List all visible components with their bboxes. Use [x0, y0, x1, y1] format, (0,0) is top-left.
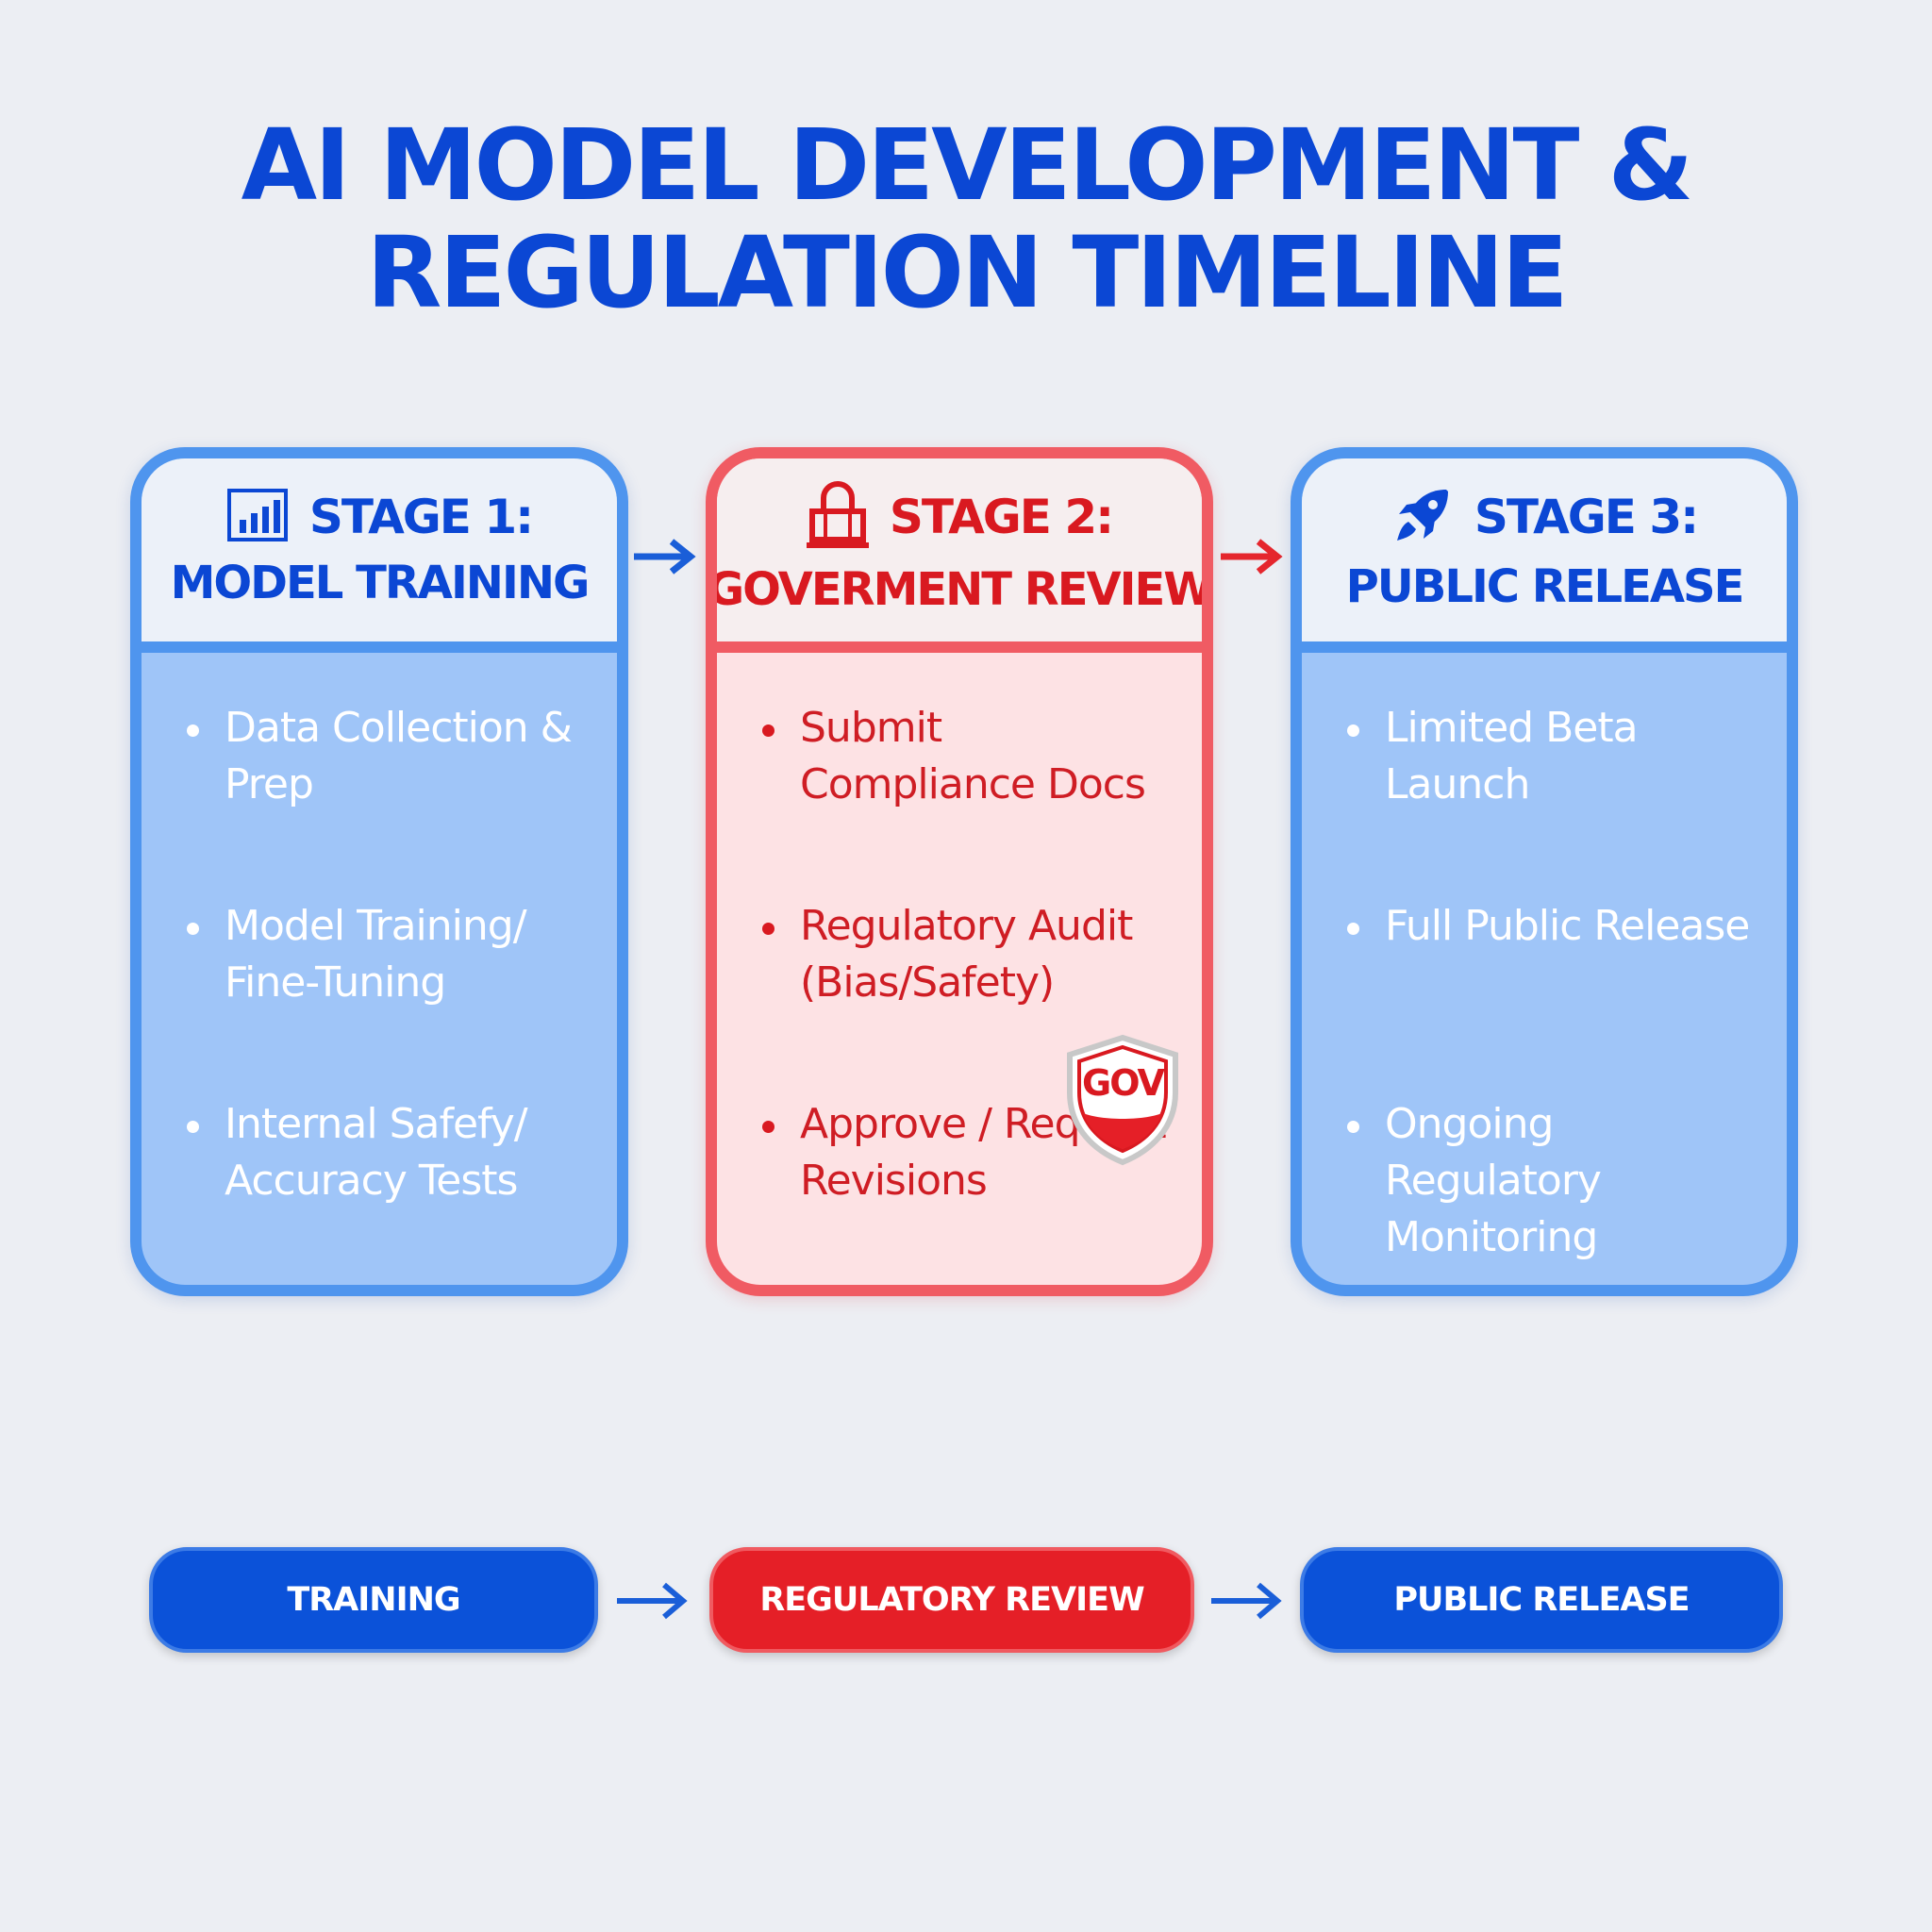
stage-2-header: STAGE 2: GOVERMENT REVIEW: [717, 458, 1202, 653]
stage-3-name: PUBLIC RELEASE: [1345, 560, 1745, 613]
title-line-2: REGULATION TIMELINE: [366, 215, 1568, 330]
gov-badge-label: GOV: [1082, 1062, 1165, 1104]
gov-shield-icon: GOV: [1064, 1034, 1181, 1166]
page-title: AI MODEL DEVELOPMENT & REGULATION TIMELI…: [0, 111, 1932, 326]
stage-1-header: STAGE 1: MODEL TRAINING: [142, 458, 617, 653]
stage-2-items: Submit Compliance Docs Regulatory Audit …: [717, 700, 1202, 1285]
stage-1-number: STAGE 1:: [308, 490, 534, 544]
stage-1-items: Data Collection & Prep Model Training/ F…: [142, 700, 617, 1285]
list-item: Model Training/ Fine-Tuning: [181, 898, 589, 1096]
rocket-icon: [1391, 484, 1454, 550]
list-item: Submit Compliance Docs: [757, 700, 1174, 898]
list-item: Internal Safefy/ Accuracy Tests: [181, 1096, 589, 1285]
list-item: Ongoing Regulatory Monitoring: [1341, 1096, 1758, 1285]
stage-3-items: Limited Beta Launch Full Public Release …: [1302, 700, 1787, 1285]
stage-3-card: STAGE 3: PUBLIC RELEASE Limited Beta Lau…: [1291, 447, 1798, 1296]
stage-2-card: STAGE 2: GOVERMENT REVIEW Submit Complia…: [706, 447, 1213, 1296]
flow-step-regulatory-review: REGULATORY REVIEW: [709, 1547, 1194, 1653]
list-item: Full Public Release: [1341, 898, 1758, 1096]
bar-chart-icon: [226, 488, 289, 546]
list-item: Limited Beta Launch: [1341, 700, 1758, 898]
list-item: Regulatory Audit (Bias/Safety): [757, 898, 1174, 1096]
arrow-right-icon: [634, 539, 696, 575]
stage-2-number: STAGE 2:: [889, 490, 1114, 544]
stage-1-name: MODEL TRAINING: [170, 557, 591, 609]
stage-3-number: STAGE 3:: [1474, 490, 1699, 544]
title-line-1: AI MODEL DEVELOPMENT &: [241, 108, 1694, 223]
stage-3-header: STAGE 3: PUBLIC RELEASE: [1302, 458, 1787, 653]
stage-1-card: STAGE 1: MODEL TRAINING Data Collection …: [130, 447, 628, 1296]
flow-step-training: TRAINING: [149, 1547, 598, 1653]
list-item: Data Collection & Prep: [181, 700, 589, 898]
stage-2-name: GOVERMENT REVIEW: [707, 563, 1212, 616]
lock-icon: [806, 481, 869, 553]
arrow-right-icon: [1211, 1582, 1282, 1620]
arrow-right-icon: [617, 1582, 688, 1620]
arrow-right-icon: [1221, 539, 1283, 575]
flow-step-public-release: PUBLIC RELEASE: [1300, 1547, 1783, 1653]
